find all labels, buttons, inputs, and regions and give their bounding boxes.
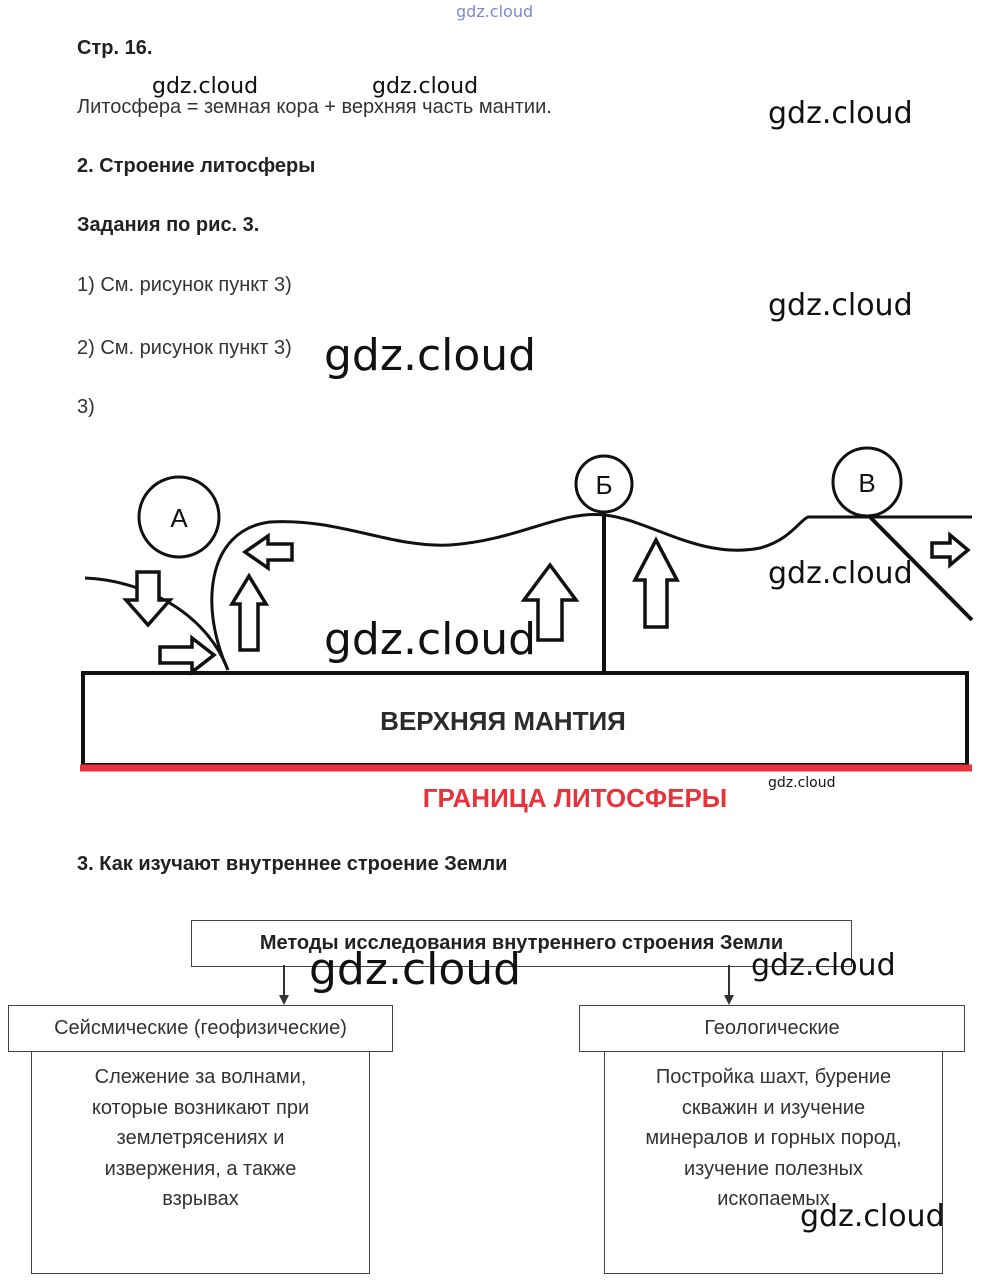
boundary-label: ГРАНИЦА ЛИТОСФЕРЫ xyxy=(423,783,728,813)
section-2-subtitle: Задания по рис. 3. xyxy=(77,214,259,237)
seismic-line: извержения, а также xyxy=(32,1154,369,1185)
watermark: gdz.cloud xyxy=(751,948,896,983)
seismic-line: Слежение за волнами, xyxy=(32,1062,369,1093)
task-item-2: 2) См. рисунок пункт 3) xyxy=(77,337,292,360)
section-2-title: 2. Строение литосферы xyxy=(77,155,315,178)
watermark: gdz.cloud xyxy=(324,330,536,381)
seismic-line: землетрясениях и xyxy=(32,1123,369,1154)
watermark: gdz.cloud xyxy=(800,1199,945,1234)
seismic-line: взрывах xyxy=(32,1184,369,1215)
seismic-line: которые возникают при xyxy=(32,1093,369,1124)
task-item-3: 3) xyxy=(77,396,95,419)
label-a: А xyxy=(170,503,188,533)
watermark: gdz.cloud xyxy=(768,288,913,323)
connector-arrow-left xyxy=(270,965,300,1007)
geological-description-box: Постройка шахт, бурение скважин и изучен… xyxy=(604,1051,943,1274)
arrow-down-icon xyxy=(126,572,170,625)
arrow-right-icon xyxy=(160,638,214,672)
seismic-title: Сейсмические (геофизические) xyxy=(54,1017,347,1040)
watermark-top: gdz.cloud xyxy=(456,2,533,21)
connector-arrow-right xyxy=(715,965,745,1007)
arrow-right-icon xyxy=(932,535,968,565)
watermark: gdz.cloud xyxy=(309,944,521,995)
upper-mantle-label: ВЕРХНЯЯ МАНТИЯ xyxy=(380,706,626,736)
seismic-title-box: Сейсмические (геофизические) xyxy=(8,1005,393,1052)
label-v: В xyxy=(858,468,875,498)
geological-line: скважин и изучение xyxy=(605,1093,942,1124)
geological-line: минералов и горных пород, xyxy=(605,1123,942,1154)
seismic-description-box: Слежение за волнами, которые возникают п… xyxy=(31,1051,370,1274)
geological-title: Геологические xyxy=(704,1017,839,1040)
watermark: gdz.cloud xyxy=(324,614,536,665)
page-reference: Стр. 16. xyxy=(77,37,152,60)
geological-line: Постройка шахт, бурение xyxy=(605,1062,942,1093)
arrow-up-icon xyxy=(232,576,266,650)
watermark: gdz.cloud xyxy=(768,775,835,791)
watermark: gdz.cloud xyxy=(768,556,913,591)
arrow-left-icon xyxy=(245,536,292,568)
watermark: gdz.cloud xyxy=(768,96,913,131)
label-b: Б xyxy=(595,470,612,500)
task-item-1: 1) См. рисунок пункт 3) xyxy=(77,274,292,297)
lithosphere-definition: Литосфера = земная кора + верхняя часть … xyxy=(77,96,552,119)
arrow-up-icon xyxy=(635,540,677,627)
section-3-title: 3. Как изучают внутреннее строение Земли xyxy=(77,853,507,876)
geological-title-box: Геологические xyxy=(579,1005,965,1052)
geological-line: изучение полезных xyxy=(605,1154,942,1185)
